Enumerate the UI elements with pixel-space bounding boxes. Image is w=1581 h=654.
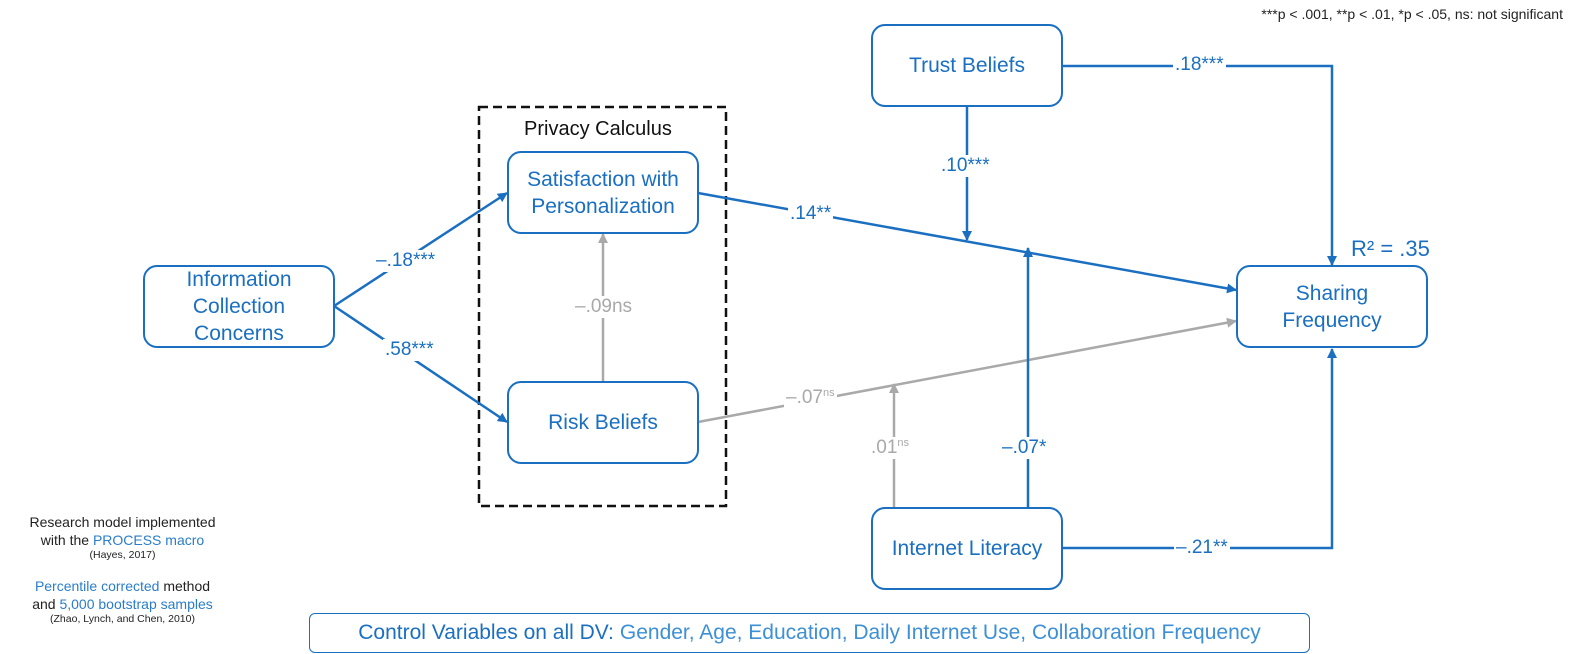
- r-squared-label: R² = .35: [1351, 236, 1430, 261]
- notes-line1: Research model implemented: [29, 514, 216, 530]
- arrow-satisfaction-sharing: [697, 191, 1237, 294]
- control-variables-label: Control Variables on all DV:: [358, 621, 614, 644]
- coef-internet-sharing: –.21**: [1174, 537, 1230, 559]
- coef-internet-mod-risk: .01ns: [869, 437, 912, 459]
- coef-internet-mod-satisfaction: –.07*: [1000, 437, 1049, 459]
- privacy-calculus-frame: [477, 105, 728, 508]
- privacy-calculus-title: Privacy Calculus: [524, 118, 672, 140]
- significance-legend: ***p < .001, **p < .01, *p < .05, ns: no…: [1261, 6, 1563, 22]
- coef-internet-mod-risk-sig: ns: [897, 437, 910, 449]
- node-satisfaction-with-personalization: Satisfaction with Personalization: [507, 151, 699, 234]
- coef-info-risk: .58***: [383, 339, 436, 361]
- notes-line3: (Hayes, 2017): [89, 549, 156, 561]
- node-internet-label: Internet Literacy: [891, 537, 1043, 560]
- notes-line5-prefix: and: [32, 596, 56, 612]
- coef-trust-sharing: .18***: [1173, 54, 1226, 76]
- node-information-collection-concerns: Information Collection Concerns: [143, 265, 335, 348]
- notes-line6: (Zhao, Lynch, and Chen, 2010): [50, 613, 195, 625]
- arrow-info-satisfaction: [333, 191, 508, 308]
- arrow-risk-sharing: [697, 317, 1237, 424]
- coef-risk-sharing: –.07ns: [784, 387, 837, 409]
- node-satisfaction-line2: Personalization: [531, 194, 675, 218]
- notes-line5: and 5,000 bootstrap samples: [0, 595, 245, 613]
- node-sharing-line2: Frequency: [1282, 308, 1382, 332]
- node-risk-label: Risk Beliefs: [548, 411, 658, 434]
- notes-line4-suffix: method: [163, 578, 211, 594]
- method-notes: Research model implemented with the PROC…: [0, 513, 245, 625]
- coef-risk-satisfaction: –.09ns: [573, 296, 635, 318]
- node-info-line3: Concerns: [194, 322, 284, 345]
- control-variables-box: Control Variables on all DV: Gender, Age…: [309, 613, 1310, 653]
- coef-risk-sharing-value: –.07: [786, 387, 823, 408]
- coef-risk-sharing-sig: ns: [822, 387, 835, 399]
- process-macro-link: PROCESS macro: [92, 532, 205, 548]
- percentile-corrected-link: Percentile corrected: [34, 578, 160, 594]
- coef-info-satisfaction: –.18***: [374, 250, 438, 272]
- node-internet-literacy: Internet Literacy: [871, 507, 1063, 590]
- arrow-info-risk: [333, 304, 508, 424]
- node-satisfaction-line1: Satisfaction with: [527, 167, 679, 191]
- coef-trust-moderation: .10***: [939, 155, 992, 177]
- notes-line4: Percentile corrected method: [0, 577, 245, 595]
- coef-internet-mod-risk-value: .01: [871, 437, 898, 458]
- node-sharing-line1: Sharing: [1295, 281, 1369, 305]
- node-sharing-frequency: Sharing Frequency: [1236, 265, 1428, 348]
- arrow-internet-sharing: [1063, 348, 1337, 550]
- notes-line2: with the PROCESS macro: [0, 531, 245, 549]
- notes-line2-prefix: with the: [40, 532, 90, 548]
- control-variables-values: Gender, Age, Education, Daily Internet U…: [619, 621, 1261, 644]
- node-trust-label: Trust Beliefs: [909, 54, 1025, 77]
- node-risk-beliefs: Risk Beliefs: [507, 381, 699, 464]
- node-info-line2: Collection: [192, 295, 286, 318]
- node-info-line1: Information: [186, 268, 292, 291]
- coef-satisfaction-sharing: .14**: [788, 203, 834, 225]
- arrow-trust-sharing: [1063, 64, 1337, 266]
- node-trust-beliefs: Trust Beliefs: [871, 24, 1063, 107]
- bootstrap-samples-link: 5,000 bootstrap samples: [59, 596, 213, 612]
